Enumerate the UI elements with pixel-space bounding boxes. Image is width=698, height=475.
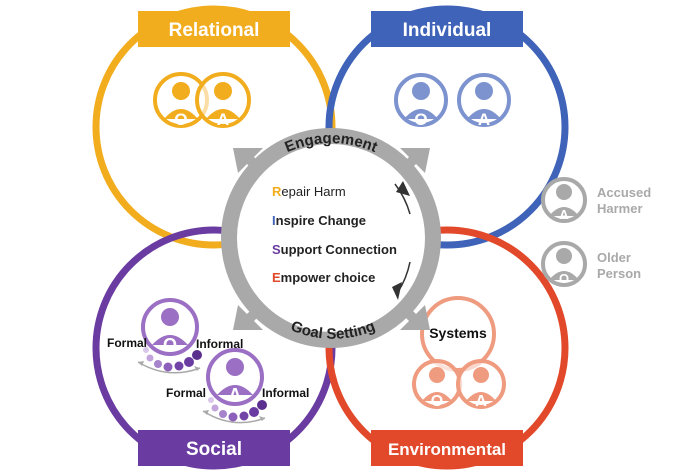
- environmental-accused-icon: A: [456, 359, 506, 410]
- environmental-older-person-letter: O: [431, 393, 443, 410]
- social-accused-letter: A: [229, 385, 242, 405]
- goal-text: epair Harm: [281, 184, 345, 199]
- relational-accused-letter: A: [217, 110, 229, 129]
- relational-older-person-icon: O: [153, 72, 209, 129]
- goal-text: mpower choice: [281, 270, 376, 285]
- individual-older-person-letter: O: [414, 110, 427, 129]
- relational-title: Relational: [169, 20, 260, 41]
- goal-text: nspire Change: [276, 213, 366, 228]
- environmental-title-bar: [371, 430, 523, 466]
- goal-initial: I: [272, 213, 276, 228]
- environmental-title: Environmental: [388, 440, 506, 459]
- goal-initial: E: [272, 270, 281, 285]
- individual-title-bar: [371, 11, 523, 47]
- goal-empower-choice: Empower choice: [272, 270, 375, 285]
- environmental-older-person-icon: O: [412, 359, 462, 410]
- individual-circle: [325, 5, 569, 249]
- goal-repair-harm: Repair Harm: [272, 184, 346, 199]
- environmental-systems-group: Systems: [420, 296, 496, 372]
- center-ring: [221, 128, 441, 348]
- legend: A Accused Harmer O Older Person: [541, 177, 651, 287]
- social-older-person-letter: O: [163, 335, 177, 355]
- legend-accused-icon: A: [541, 177, 587, 223]
- individual-title: Individual: [403, 20, 492, 41]
- individual-older-person-icon: O: [394, 73, 448, 129]
- goal-text: upport Connection: [281, 242, 397, 257]
- legend-accused-label-line1: Accused: [597, 185, 651, 200]
- legend-accused-label-line2: Harmer: [597, 201, 643, 216]
- individual-accused-icon: A: [457, 73, 511, 129]
- social-informal-label-2: Informal: [262, 386, 309, 400]
- relational-title-bar: [138, 11, 290, 47]
- relational-accused-icon: A: [195, 72, 251, 129]
- legend-older-person-icon: O: [541, 241, 587, 287]
- social-title: Social: [186, 439, 242, 460]
- goals-list: Repair Harm Inspire Change Support Conne…: [272, 184, 397, 285]
- goal-initial: S: [272, 242, 281, 257]
- social-older-person-network: O: [137, 298, 202, 374]
- social-accused-network: A: [202, 348, 267, 424]
- legend-older-person-label-line1: Older: [597, 250, 631, 265]
- center-hub: Engagement Goal Setting Repair Harm Insp…: [221, 128, 441, 348]
- ring-arrow-bottom: [392, 282, 402, 300]
- systems-circle: [420, 296, 496, 372]
- legend-accused-letter: A: [559, 207, 569, 222]
- goal-initial: R: [272, 184, 282, 199]
- social-informal-label-1: Informal: [196, 337, 243, 351]
- social-title-bar: [138, 430, 290, 466]
- goal-inspire-change: Inspire Change: [272, 213, 366, 228]
- relational-older-person-letter: O: [174, 110, 187, 129]
- ring-arrow-top: [396, 181, 410, 196]
- individual-accused-letter: A: [478, 110, 490, 129]
- systems-label: Systems: [429, 325, 487, 341]
- legend-older-person-letter: O: [559, 271, 569, 286]
- social-formal-label-1: Formal: [107, 336, 147, 350]
- goal-support-connection: Support Connection: [272, 242, 397, 257]
- environmental-accused-letter: A: [475, 393, 487, 410]
- social-formal-label-2: Formal: [166, 386, 206, 400]
- legend-older-person-label-line2: Person: [597, 266, 641, 281]
